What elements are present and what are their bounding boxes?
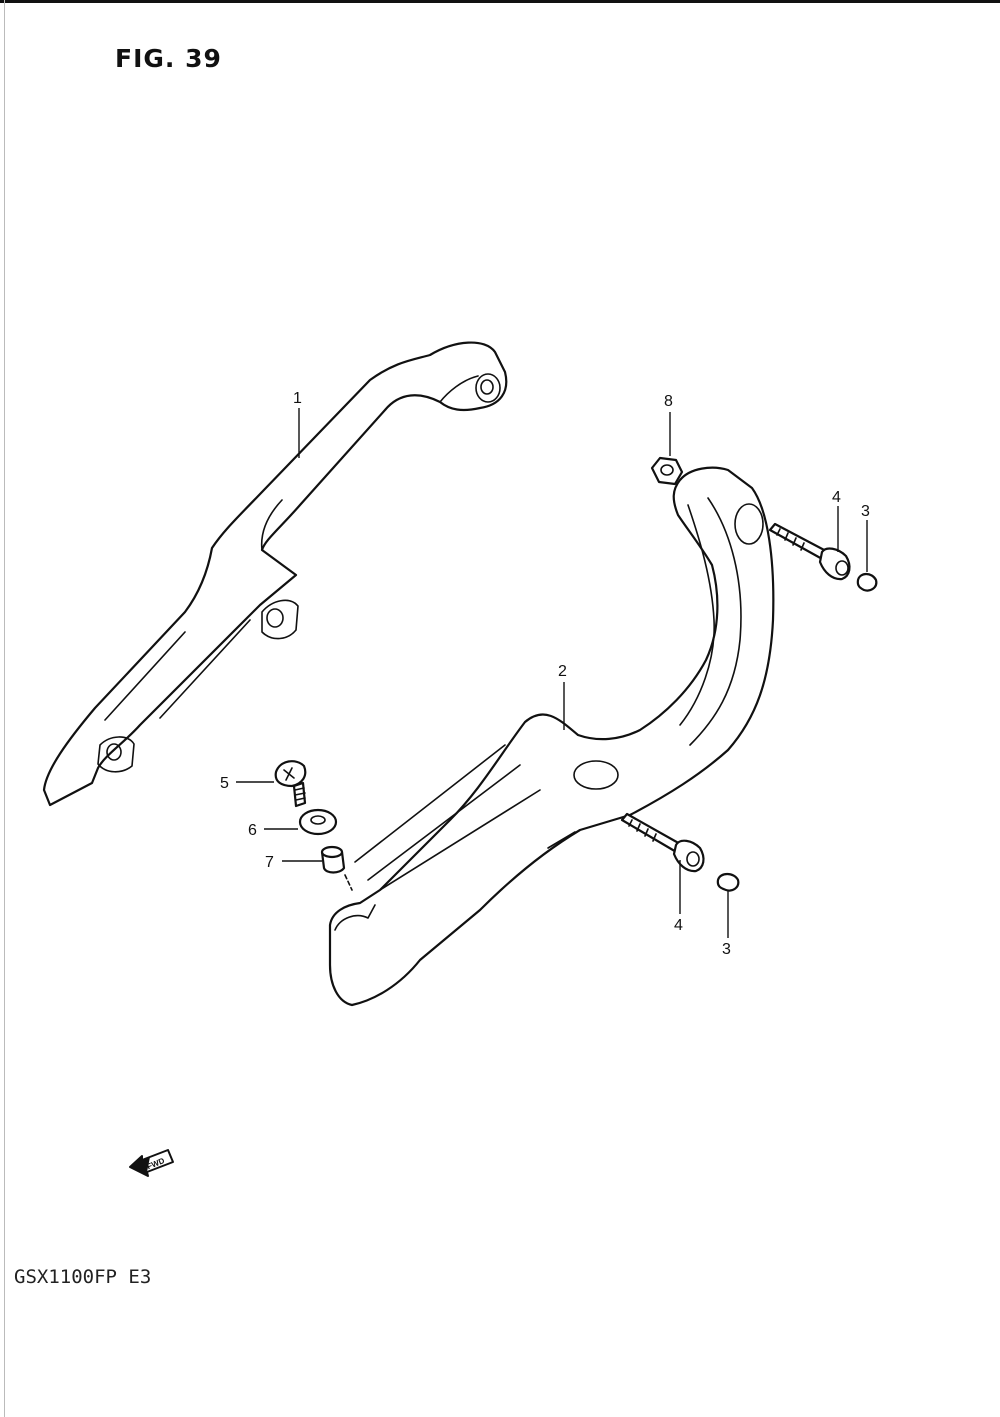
callout-3-lower: 3 xyxy=(722,941,731,958)
rail-2-rear-mount-hole xyxy=(734,503,764,545)
rail-1-rear-mount-hole xyxy=(475,373,501,403)
callout-2: 2 xyxy=(558,663,567,680)
part-4-bolt-upper[interactable] xyxy=(768,522,851,581)
model-code: GSX1100FP E3 xyxy=(14,1266,152,1288)
part-2-right-grab-rail[interactable] xyxy=(328,466,775,1007)
rail-2-center-mount-hole xyxy=(573,760,619,790)
page-top-border xyxy=(0,0,1000,3)
part-5-screw[interactable] xyxy=(274,760,307,808)
rail-1-front-mount-hole xyxy=(97,736,135,773)
callout-6: 6 xyxy=(248,822,257,839)
callout-5: 5 xyxy=(220,775,229,792)
callout-4-lower: 4 xyxy=(674,917,683,934)
callout-8: 8 xyxy=(664,393,673,410)
callout-7: 7 xyxy=(265,854,274,871)
part-7-collar[interactable] xyxy=(320,845,346,874)
callout-1: 1 xyxy=(293,390,302,407)
callout-3-upper: 3 xyxy=(861,503,870,520)
part-6-washer[interactable] xyxy=(298,808,338,836)
figure-title: FIG. 39 xyxy=(115,44,222,73)
callout-4-upper: 4 xyxy=(832,489,841,506)
part-4-bolt-lower[interactable] xyxy=(620,812,705,873)
part-3-cap-upper[interactable] xyxy=(856,572,878,592)
rail-1-center-boss xyxy=(261,599,299,640)
assembly-guide-line xyxy=(344,874,353,891)
forward-direction-arrow: FWD xyxy=(129,1149,174,1177)
part-8-flange-nut[interactable] xyxy=(650,456,684,486)
part-3-cap-lower[interactable] xyxy=(716,872,740,892)
page-left-border xyxy=(4,0,5,1417)
part-1-left-grab-rail[interactable] xyxy=(42,341,508,807)
